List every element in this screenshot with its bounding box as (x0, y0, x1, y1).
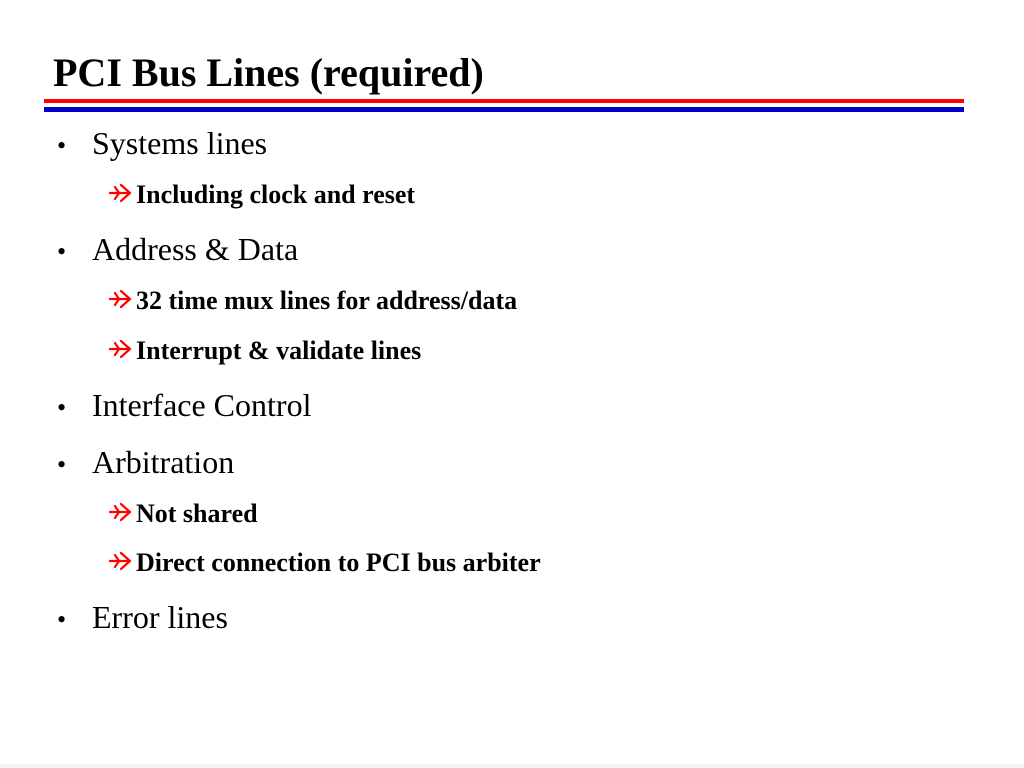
title-rule-blue (44, 107, 964, 112)
bullet-label: Arbitration (92, 444, 235, 480)
bullet-label: Address & Data (92, 231, 299, 267)
bullet-item: • Interface Control (57, 385, 311, 428)
sub-bullet-item: Direct connection to PCI bus arbiter (108, 546, 541, 580)
bullet-label: Error lines (92, 599, 228, 635)
bullet-label: Systems lines (92, 125, 268, 161)
bullet-item: • Address & Data (57, 229, 298, 272)
sub-bullet-label: Direct connection to PCI bus arbiter (136, 548, 541, 577)
bullet-dot: • (57, 131, 67, 160)
bullet-dot: • (57, 450, 67, 479)
airplane-arrow-icon (108, 500, 136, 524)
title-rule-red (44, 99, 964, 103)
sub-bullet-label: Including clock and reset (136, 180, 416, 209)
sub-bullet-item: 32 time mux lines for address/data (108, 284, 517, 318)
sub-bullet-item: Including clock and reset (108, 178, 415, 212)
sub-bullet-label: Interrupt & validate lines (136, 336, 422, 365)
bullet-dot: • (57, 393, 67, 422)
bullet-item: • Systems lines (57, 123, 267, 166)
airplane-arrow-icon (108, 337, 136, 361)
bottom-band (0, 764, 1024, 768)
bullet-item: • Arbitration (57, 442, 234, 485)
bullet-dot: • (57, 605, 67, 634)
sub-bullet-label: 32 time mux lines for address/data (136, 286, 518, 315)
sub-bullet-item: Interrupt & validate lines (108, 334, 421, 368)
slide-title: PCI Bus Lines (required) (53, 50, 484, 95)
airplane-arrow-icon (108, 287, 136, 311)
airplane-arrow-icon (108, 549, 136, 573)
sub-bullet-label: Not shared (136, 499, 258, 528)
bullet-label: Interface Control (92, 387, 312, 423)
bullet-item: • Error lines (57, 597, 228, 640)
airplane-arrow-icon (108, 181, 136, 205)
sub-bullet-item: Not shared (108, 497, 258, 531)
bullet-dot: • (57, 237, 67, 266)
